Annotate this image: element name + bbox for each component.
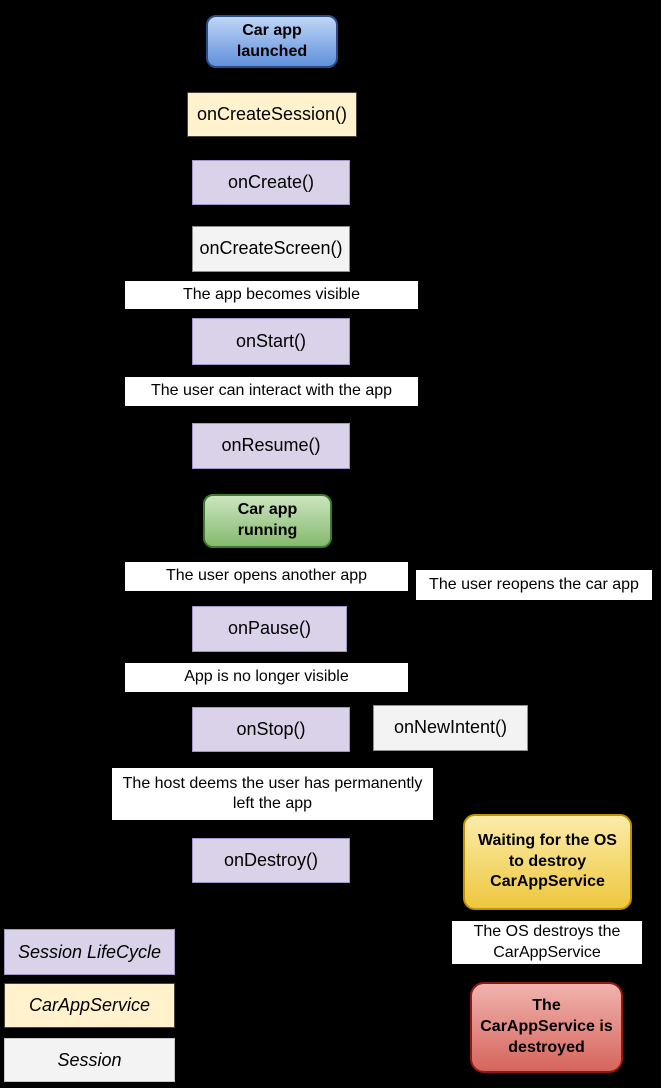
event-label-user-can-interact: The user can interact with the app: [125, 377, 418, 406]
node-onresume: onResume(): [192, 423, 350, 469]
event-label-user-opens-another-app: The user opens another app: [125, 562, 408, 591]
node-ondestroy: onDestroy(): [192, 838, 350, 883]
event-label-os-destroys-carappservice: The OS destroys the CarAppService: [452, 921, 642, 964]
node-oncreate: onCreate(): [192, 160, 350, 205]
node-carappservice-destroyed: The CarAppService is destroyed: [470, 982, 623, 1073]
node-oncreatesession: onCreateSession(): [187, 92, 357, 137]
node-car-app-launched: Car app launched: [206, 15, 338, 68]
event-label-app-no-longer-visible: App is no longer visible: [125, 663, 408, 692]
event-label-app-becomes-visible: The app becomes visible: [125, 281, 418, 309]
node-onnewintent: onNewIntent(): [373, 705, 528, 751]
legend-item-session-lifecycle: Session LifeCycle: [4, 929, 175, 975]
node-waiting-os-destroy: Waiting for the OS to destroy CarAppServ…: [463, 814, 632, 910]
node-onpause: onPause(): [192, 606, 347, 652]
legend-item-session: Session: [4, 1038, 175, 1082]
event-label-user-reopens-car-app: The user reopens the car app: [416, 570, 652, 600]
node-onstop: onStop(): [192, 707, 350, 752]
event-label-host-deems-user-left: The host deems the user has permanently …: [112, 768, 433, 820]
legend-item-carappservice: CarAppService: [4, 983, 175, 1028]
node-onstart: onStart(): [192, 318, 350, 365]
node-oncreatescreen: onCreateScreen(): [192, 226, 350, 272]
node-car-app-running: Car app running: [203, 494, 332, 548]
